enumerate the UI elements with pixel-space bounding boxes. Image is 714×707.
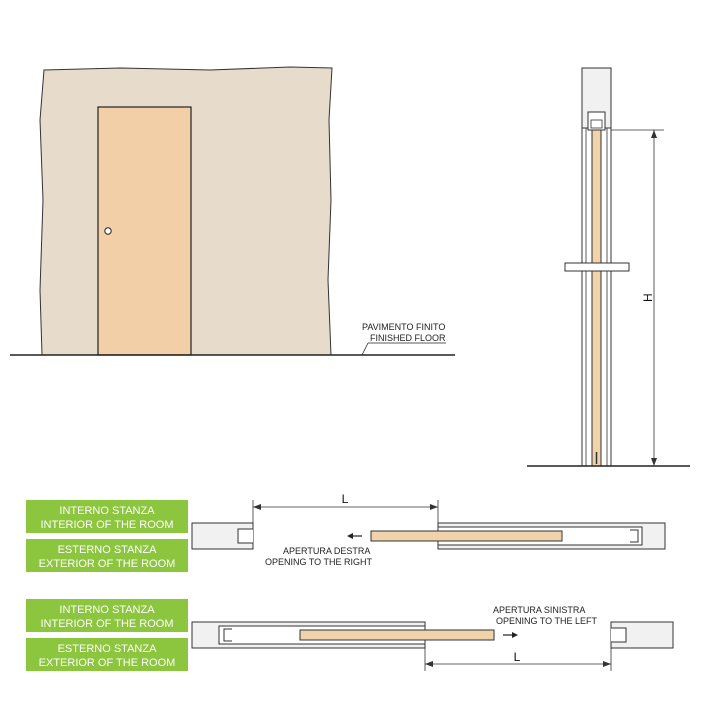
badge-exterior-right: [26, 539, 188, 572]
h-label: H: [641, 293, 655, 302]
h-arrow-bottom: [651, 458, 657, 466]
l-label-right: L: [342, 492, 349, 506]
sliding-panel-right: [370, 530, 563, 542]
badge-interior-left: [26, 599, 188, 632]
sliding-panel-left: [299, 629, 495, 641]
opening-left-line1: APERTURA SINISTRA: [493, 605, 585, 615]
badge-exterior-left: [26, 638, 188, 671]
l-arrow-right-right: [430, 504, 438, 510]
floor-label-line1: PAVIMENTO FINITO: [362, 322, 445, 332]
badge-interior-right: [26, 500, 188, 533]
door-handle: [104, 227, 112, 235]
opening-left-line2: OPENING TO THE LEFT: [496, 616, 598, 626]
pocket-end-left: [223, 628, 232, 642]
direction-arrow-left-head: [512, 632, 518, 638]
plan-opening-right: INTERNO STANZA INTERIOR OF THE ROOM ESTE…: [26, 492, 666, 572]
jamb-left-profile: [237, 528, 253, 544]
badge-interior-left-line2: INTERIOR OF THE ROOM: [40, 618, 173, 630]
badge-interior-right-line2: INTERIOR OF THE ROOM: [40, 519, 173, 531]
h-arrow-top: [651, 130, 657, 138]
badge-exterior-left-line1: ESTERNO STANZA: [58, 643, 157, 655]
direction-arrow-right-head: [347, 533, 353, 539]
l-label-left: L: [514, 650, 521, 664]
door-leaf: [97, 106, 192, 356]
opening-right-line1: APERTURA DESTRA: [283, 546, 370, 556]
vertical-section: H: [527, 67, 690, 467]
badge-exterior-right-line1: ESTERNO STANZA: [58, 544, 157, 556]
badge-exterior-right-line2: EXTERIOR OF THE ROOM: [39, 558, 176, 570]
wall-elevation: PAVIMENTO FINITO FINISHED FLOOR: [10, 66, 455, 356]
floor-leader: [361, 342, 369, 356]
l-arrow-left-left: [425, 661, 433, 667]
l-arrow-right-left: [603, 661, 611, 667]
l-arrow-left-right: [253, 504, 261, 510]
door-panel-section: [591, 129, 602, 467]
badge-interior-left-line1: INTERNO STANZA: [59, 604, 155, 616]
jamb-right-profile: [611, 627, 627, 643]
opening-right-line2: OPENING TO THE RIGHT: [265, 557, 373, 567]
plan-opening-left: INTERNO STANZA INTERIOR OF THE ROOM ESTE…: [26, 599, 674, 671]
wall-cross-section: [564, 262, 630, 272]
floor-label-line2: FINISHED FLOOR: [370, 333, 446, 343]
track-slot: [590, 119, 603, 129]
badge-exterior-left-line2: EXTERIOR OF THE ROOM: [39, 657, 176, 669]
pocket-end-right: [630, 529, 639, 543]
badge-interior-right-line1: INTERNO STANZA: [59, 505, 155, 517]
